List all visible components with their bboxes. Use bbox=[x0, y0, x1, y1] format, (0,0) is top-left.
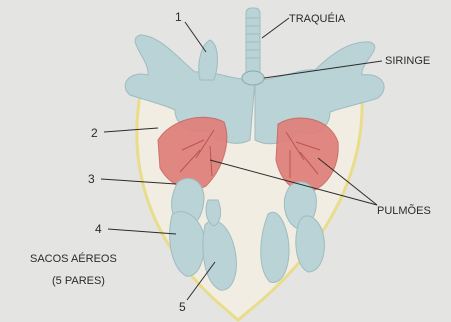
label-air-sacs: SACOS AÉREOS bbox=[30, 252, 117, 265]
label-number-1: 1 bbox=[175, 10, 182, 24]
label-number-5: 5 bbox=[179, 300, 186, 314]
label-trachea: TRAQUÉIA bbox=[289, 12, 346, 25]
label-lungs: PULMÕES bbox=[377, 204, 431, 217]
syrinx bbox=[242, 71, 264, 85]
label-number-2: 2 bbox=[91, 126, 98, 140]
label-air-sacs-count: (5 PARES) bbox=[52, 275, 105, 287]
label-number-3: 3 bbox=[88, 172, 95, 186]
label-syrinx: SIRINGE bbox=[385, 55, 430, 67]
trachea bbox=[246, 8, 260, 78]
label-number-4: 4 bbox=[95, 222, 102, 236]
